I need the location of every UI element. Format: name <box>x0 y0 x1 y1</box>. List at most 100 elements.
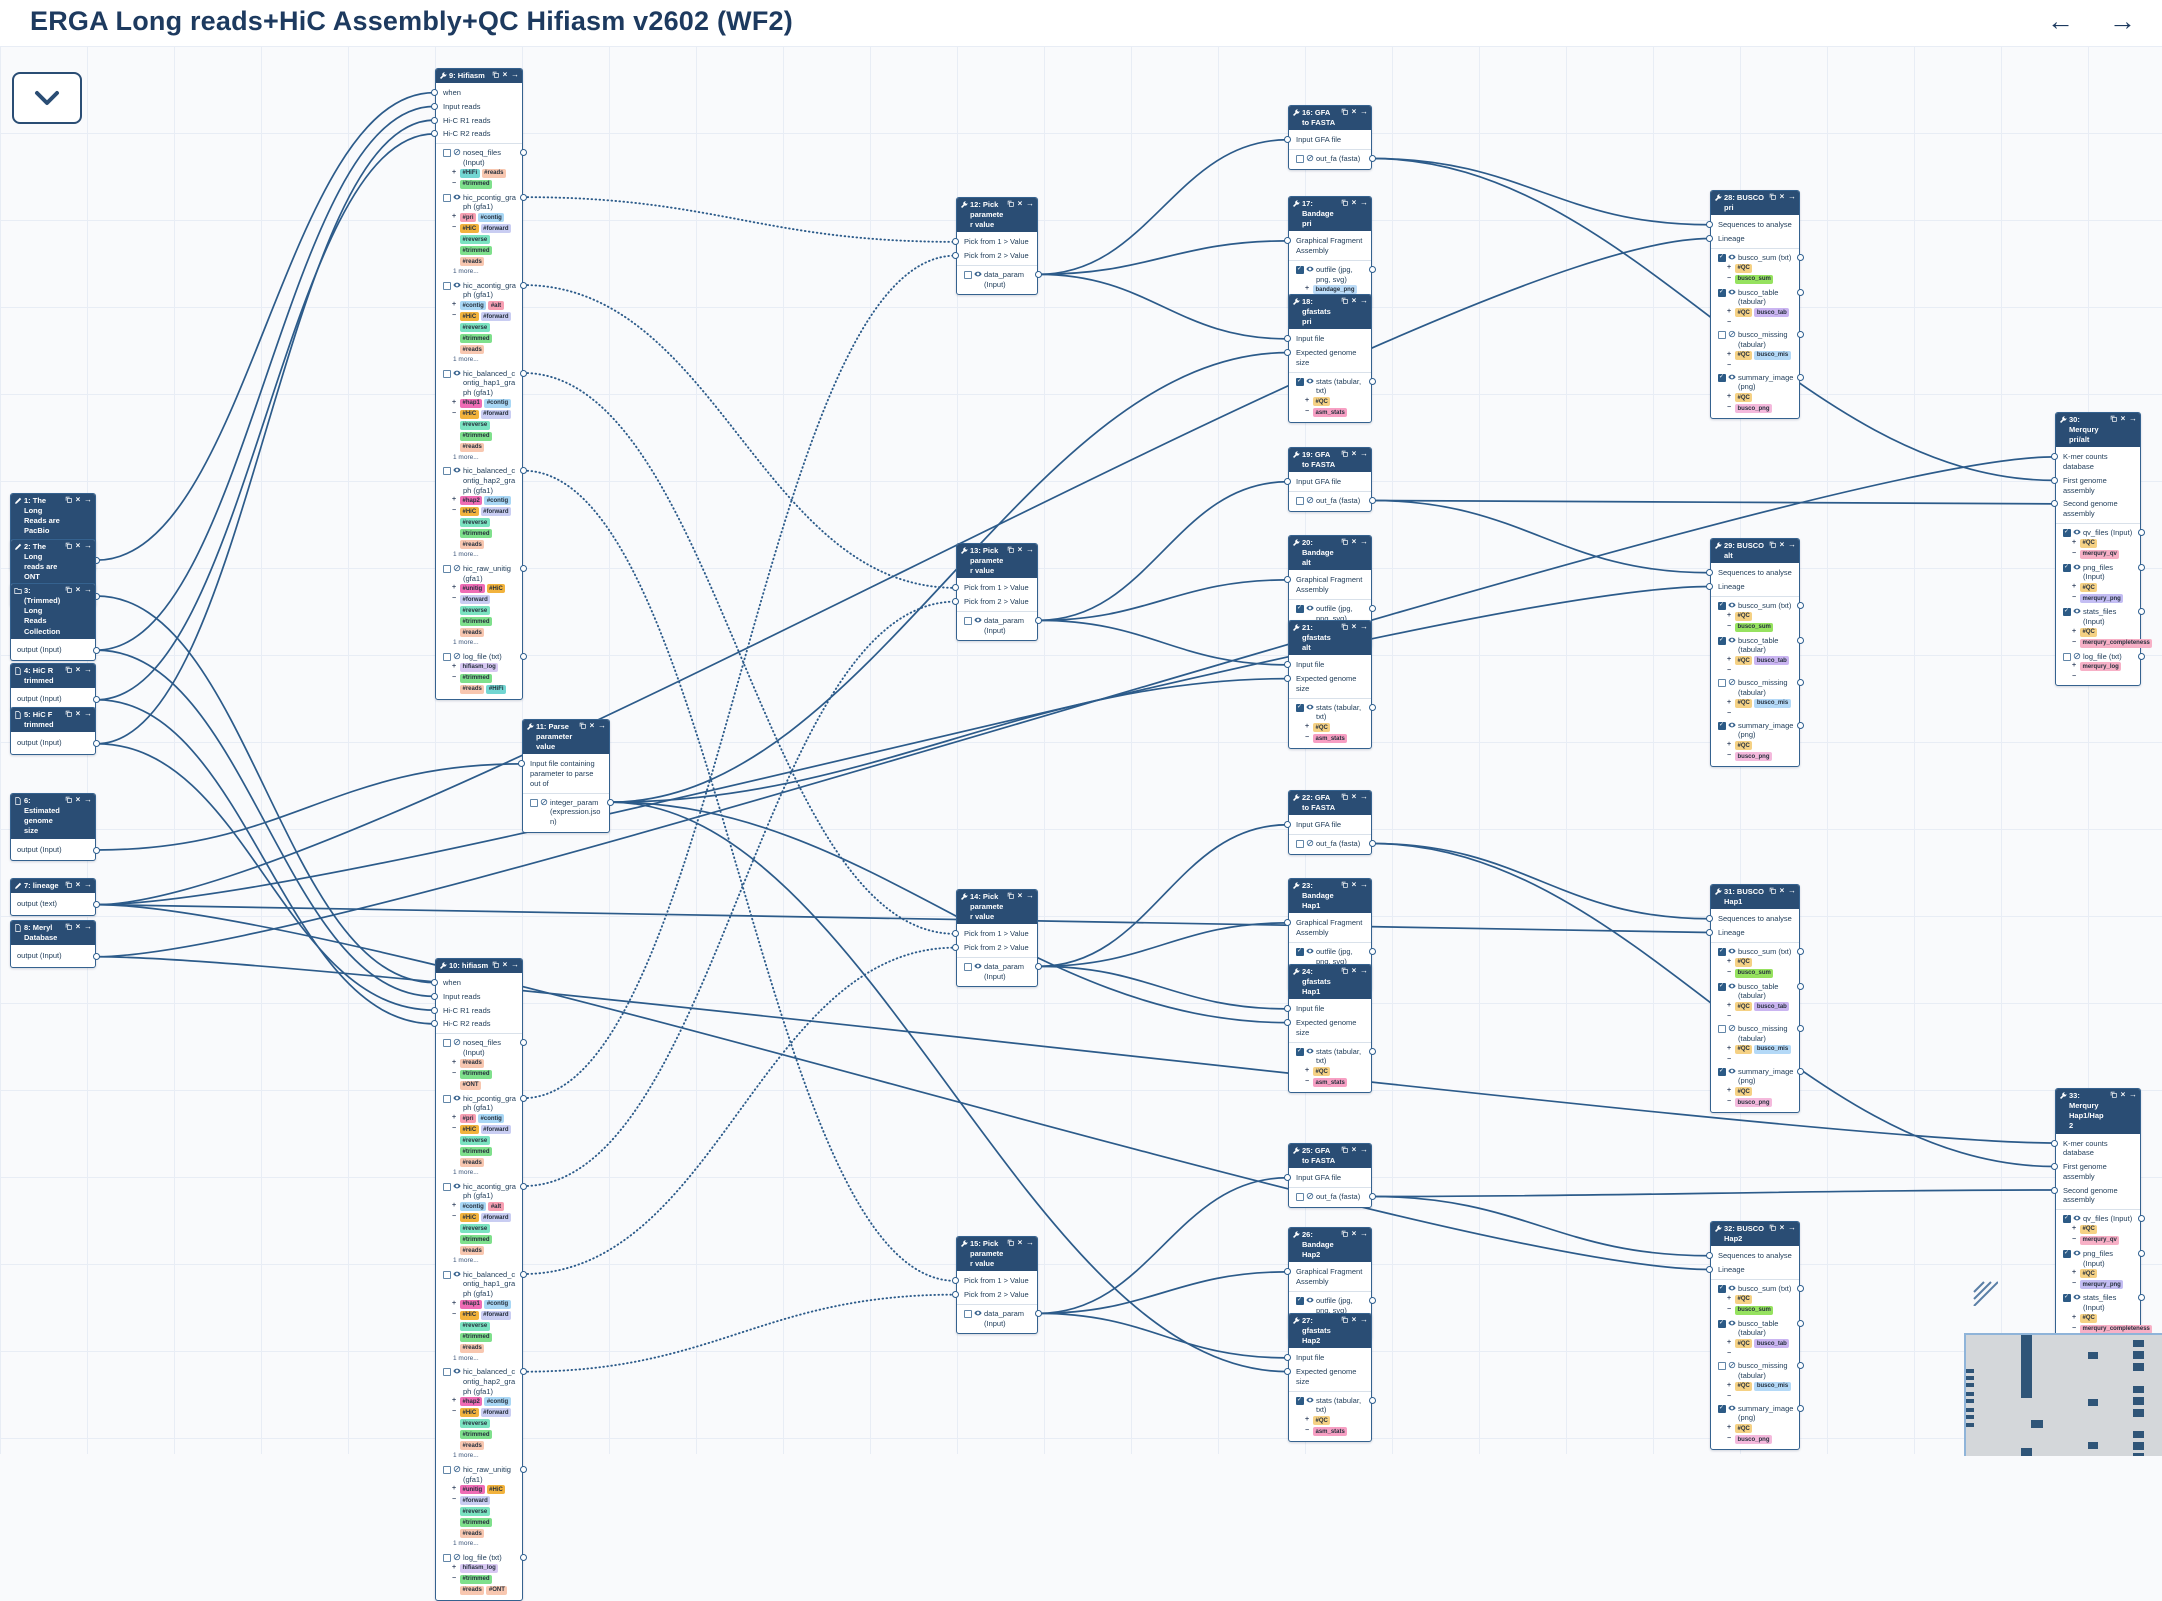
navigate-icon[interactable]: → <box>1360 1229 1368 1238</box>
input-port[interactable] <box>952 598 959 606</box>
delete-icon[interactable]: × <box>75 541 81 550</box>
collapse-tags-icon[interactable]: − <box>1727 361 1732 369</box>
tag-toggles[interactable]: +− <box>452 1300 458 1353</box>
output-checkbox[interactable] <box>1718 636 1726 645</box>
output-checkbox[interactable] <box>1296 1047 1304 1056</box>
add-tag-icon[interactable]: + <box>1727 656 1732 663</box>
navigate-icon[interactable]: → <box>1360 198 1368 207</box>
eye-icon[interactable] <box>1728 373 1736 381</box>
node-header[interactable]: 19: GFA to FASTA×→ <box>1289 448 1371 473</box>
output-port[interactable] <box>1369 703 1376 711</box>
output-port[interactable] <box>2138 528 2145 536</box>
node-header[interactable]: 18: gfastats pri×→ <box>1289 295 1371 330</box>
back-arrow-icon[interactable]: ← <box>2047 6 2074 36</box>
node-6[interactable]: 6: Estimated genome size×→output (Input) <box>10 793 100 862</box>
output-port[interactable] <box>1797 253 1804 261</box>
output-checkbox[interactable] <box>1718 253 1726 262</box>
more-outputs-link[interactable]: 1 more... <box>453 1540 479 1548</box>
input-port[interactable] <box>1284 1268 1291 1276</box>
delete-icon[interactable]: × <box>1779 886 1785 895</box>
duplicate-icon[interactable] <box>578 722 586 730</box>
collapse-tags-icon[interactable]: − <box>452 312 457 320</box>
collapse-tags-icon[interactable]: − <box>2072 673 2077 681</box>
more-outputs-link[interactable]: 1 more... <box>453 453 479 461</box>
node-header[interactable]: 2: The Long reads are ONT×→ <box>11 540 95 585</box>
delete-icon[interactable]: × <box>1351 966 1357 975</box>
output-checkbox[interactable] <box>1296 265 1304 274</box>
delete-icon[interactable]: × <box>502 70 508 79</box>
tag-toggles[interactable]: +− <box>452 1485 458 1538</box>
output-port[interactable] <box>1369 377 1376 385</box>
output-checkbox[interactable] <box>443 564 451 573</box>
input-port[interactable] <box>1284 1354 1291 1362</box>
output-checkbox[interactable] <box>1296 947 1304 956</box>
eye-icon[interactable] <box>1728 1404 1736 1412</box>
collapse-tags-icon[interactable]: − <box>452 409 457 417</box>
input-port[interactable] <box>2051 1186 2058 1194</box>
navigate-icon[interactable]: → <box>1788 886 1796 895</box>
eye-slash-icon[interactable] <box>540 798 548 806</box>
delete-icon[interactable]: × <box>1779 1223 1785 1232</box>
eye-icon[interactable] <box>1306 947 1314 955</box>
output-checkbox[interactable] <box>1718 1319 1726 1328</box>
duplicate-icon[interactable] <box>64 496 72 504</box>
add-tag-icon[interactable]: + <box>1727 350 1732 358</box>
output-port[interactable] <box>1369 604 1376 612</box>
output-port[interactable] <box>520 1553 527 1561</box>
delete-icon[interactable]: × <box>1351 537 1357 546</box>
navigate-icon[interactable]: → <box>84 880 92 889</box>
output-checkbox[interactable] <box>1718 1362 1726 1370</box>
tag-toggles[interactable]: +− <box>452 301 458 354</box>
output-checkbox[interactable] <box>443 1368 451 1377</box>
output-port[interactable] <box>520 281 527 289</box>
eye-icon[interactable] <box>2073 1249 2081 1257</box>
output-port[interactable] <box>1797 982 1804 990</box>
output-port[interactable] <box>1369 265 1376 273</box>
tag-toggles[interactable]: +− <box>1305 397 1311 417</box>
output-port[interactable] <box>1369 1396 1376 1404</box>
eye-icon[interactable] <box>1728 1067 1736 1075</box>
output-checkbox[interactable] <box>443 369 451 378</box>
duplicate-icon[interactable] <box>1340 793 1348 801</box>
output-port[interactable] <box>2138 608 2145 616</box>
eye-icon[interactable] <box>974 1309 982 1317</box>
eye-icon[interactable] <box>1728 636 1736 644</box>
output-checkbox[interactable] <box>443 1553 451 1562</box>
delete-icon[interactable]: × <box>1351 880 1357 889</box>
output-checkbox[interactable] <box>1296 1396 1304 1405</box>
tag-toggles[interactable]: +− <box>1727 741 1733 761</box>
node-header[interactable]: 12: Pick parameter value×→ <box>957 198 1037 233</box>
tag-toggles[interactable]: +− <box>452 213 458 266</box>
add-tag-icon[interactable]: + <box>2072 538 2077 546</box>
eye-icon[interactable] <box>1306 703 1314 711</box>
delete-icon[interactable]: × <box>1351 792 1357 801</box>
input-port[interactable] <box>952 930 959 938</box>
node-header[interactable]: 20: Bandage alt×→ <box>1289 536 1371 571</box>
node-header[interactable]: 27: gfastats Hap2×→ <box>1289 1314 1371 1349</box>
output-checkbox[interactable] <box>443 1094 451 1103</box>
tag-toggles[interactable]: +− <box>452 1397 458 1450</box>
input-port[interactable] <box>1284 136 1291 144</box>
navigate-icon[interactable]: → <box>1360 880 1368 889</box>
add-tag-icon[interactable]: + <box>1727 698 1732 706</box>
collapse-tags-icon[interactable]: − <box>2072 549 2077 557</box>
add-tag-icon[interactable]: + <box>452 496 457 504</box>
node-header[interactable]: 29: BUSCO alt×→ <box>1711 539 1799 564</box>
node-header[interactable]: 33: Merqury Hap1/Hap2×→ <box>2056 1089 2140 1134</box>
more-outputs-link[interactable]: 1 more... <box>453 551 479 559</box>
eye-icon[interactable] <box>1306 265 1314 273</box>
duplicate-icon[interactable] <box>64 881 72 889</box>
eye-icon[interactable] <box>453 281 461 289</box>
duplicate-icon[interactable] <box>2109 1091 2117 1099</box>
eye-icon[interactable] <box>1306 1296 1314 1304</box>
add-tag-icon[interactable]: + <box>1727 1339 1732 1346</box>
add-tag-icon[interactable]: + <box>1727 611 1732 619</box>
output-port[interactable] <box>520 564 527 572</box>
output-port[interactable] <box>520 1182 527 1190</box>
navigate-icon[interactable]: → <box>1788 540 1796 549</box>
node-header[interactable]: 13: Pick parameter value×→ <box>957 544 1037 579</box>
